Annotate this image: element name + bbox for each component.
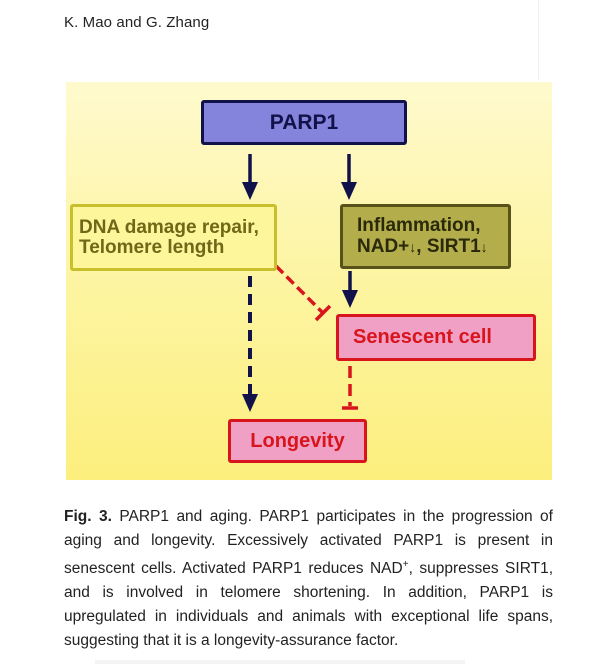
figure-label: Fig. 3.: [64, 508, 112, 525]
edge-inflammation-to-senescent: [342, 271, 358, 308]
page-bottom-shadow: [95, 660, 465, 664]
running-header-authors: K. Mao and G. Zhang: [64, 14, 210, 31]
down-arrow-icon: ↓: [480, 239, 488, 255]
node-parp1-label: PARP1: [269, 110, 339, 134]
node-inflammation-nad-sirt1: Inflammation, NAD+↓, SIRT1↓: [340, 204, 511, 269]
down-arrow-icon: ↓: [409, 239, 417, 255]
node-dna-repair-line1: DNA damage repair,: [79, 216, 259, 238]
node-longevity-label: Longevity: [250, 429, 345, 452]
node-parp1: PARP1: [201, 100, 407, 145]
figure-caption: Fig. 3. PARP1 and aging. PARP1 participa…: [64, 505, 553, 653]
node-senescent-cell: Senescent cell: [336, 314, 536, 361]
caption-text-part1: PARP1 and aging. PARP1 participates in t…: [64, 508, 553, 578]
figure-3-diagram: PARP1 DNA damage repair, Telomere length…: [66, 82, 552, 480]
node-dna-repair-telomere: DNA damage repair, Telomere length: [70, 204, 277, 271]
edge-dna-repair-inhibits-senescent: [274, 264, 332, 322]
node-inflammation-line2: NAD+↓, SIRT1↓: [357, 236, 488, 258]
sirt1-label: , SIRT1: [416, 236, 481, 257]
node-dna-repair-line2: Telomere length: [79, 236, 225, 258]
page-edge-line: [538, 0, 539, 80]
node-inflammation-line1: Inflammation,: [357, 215, 481, 236]
node-senescent-label: Senescent cell: [353, 326, 492, 348]
edge-parp1-to-dna-repair: [242, 154, 258, 200]
edge-dna-repair-to-longevity: [242, 276, 258, 412]
nad-plus-label: NAD+: [357, 236, 410, 257]
node-longevity: Longevity: [228, 419, 367, 463]
caption-text-part2: , suppresses SIRT1, and is involved in t…: [64, 560, 554, 650]
caption-superscript: +: [402, 559, 409, 570]
edge-senescent-inhibits-longevity: [342, 366, 358, 410]
edge-parp1-to-inflammation: [341, 154, 357, 200]
diagram-edges: [242, 154, 358, 412]
